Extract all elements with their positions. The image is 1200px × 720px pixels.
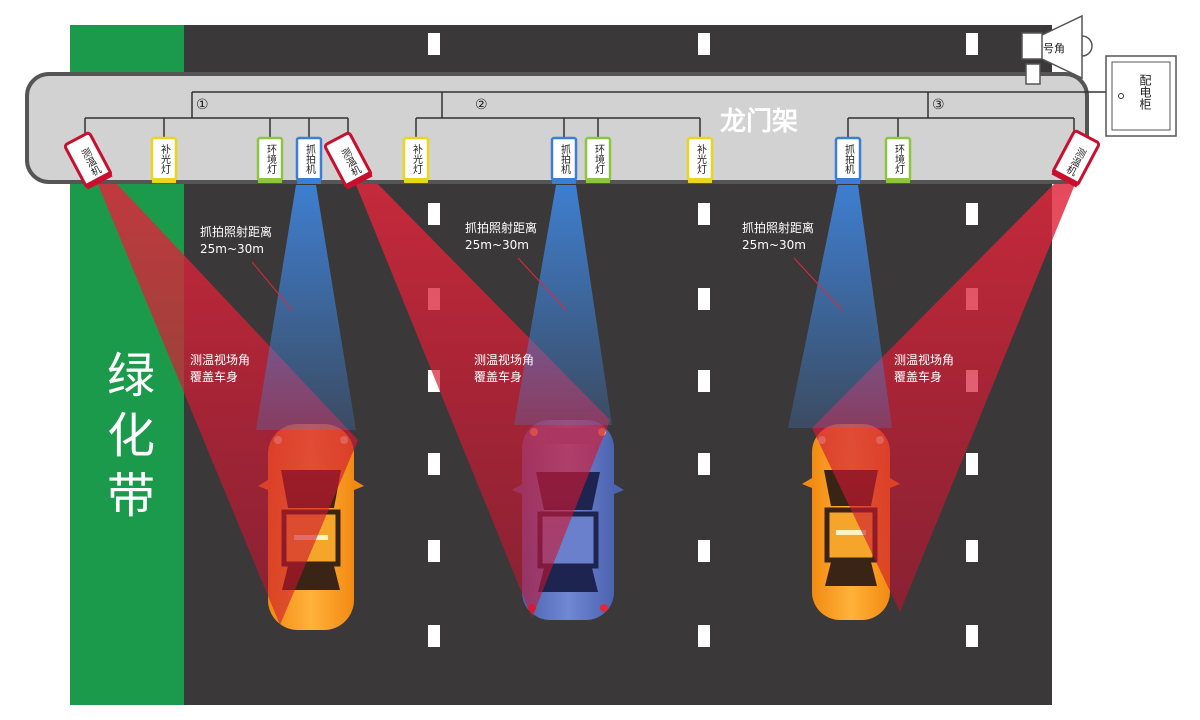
ambient-light-2-label: 环境灯 <box>593 144 605 175</box>
thermal-camera-1: 测温机 <box>63 131 113 190</box>
fill-light-2-label: 补光灯 <box>411 143 423 175</box>
gantry-wiring <box>84 91 1106 138</box>
thermal-view-annotation-3: 测温视场角 覆盖车身 <box>894 352 954 384</box>
thermal-view-label: 测温视场角 <box>190 352 250 367</box>
capture-distance-label: 抓拍照射距离 <box>200 224 272 239</box>
horn: 号角 <box>1021 14 1093 85</box>
ambient-light-3-label: 环境灯 <box>893 144 905 175</box>
capture-distance-value: 25m~30m <box>200 242 264 256</box>
power-cabinet-label: 配电柜 <box>1138 74 1152 110</box>
horn-label: 号角 <box>1043 42 1065 55</box>
capture-distance-label: 抓拍照射距离 <box>742 220 814 235</box>
group-marker-1: ① <box>196 97 209 113</box>
capture-camera-3-label: 抓拍机 <box>843 143 855 175</box>
fill-light-1-label: 补光灯 <box>159 143 171 175</box>
fill-light-2: 补光灯 <box>402 136 430 183</box>
fill-light-3-label: 补光灯 <box>695 143 707 175</box>
capture-beams <box>256 185 892 430</box>
thermal-view-value: 覆盖车身 <box>474 369 522 384</box>
capture-distance-annotation-3: 抓拍照射距离 25m~30m <box>742 220 843 311</box>
ambient-light-1: 环境灯 <box>256 136 284 183</box>
capture-distance-annotation-1: 抓拍照射距离 25m~30m <box>200 224 293 311</box>
green-belt-label: 绿化带 <box>98 350 154 530</box>
capture-distance-annotation-2: 抓拍照射距离 25m~30m <box>465 220 567 311</box>
thermal-camera-3: 测温机 <box>1051 129 1101 188</box>
thermal-camera-2: 测温机 <box>323 131 373 190</box>
thermal-view-label: 测温视场角 <box>474 352 534 367</box>
ambient-light-1-label: 环境灯 <box>265 144 277 175</box>
capture-distance-value: 25m~30m <box>465 238 529 252</box>
thermal-view-annotation-2: 测温视场角 覆盖车身 <box>474 352 534 384</box>
thermal-view-value: 覆盖车身 <box>894 369 942 384</box>
group-marker-2: ② <box>475 97 488 113</box>
ambient-light-2: 环境灯 <box>584 136 612 183</box>
power-cabinet: 配电柜 <box>1105 55 1177 137</box>
gantry-title: 龙门架 <box>720 107 798 137</box>
fill-light-1: 补光灯 <box>150 136 178 183</box>
capture-camera-1: 抓拍机 <box>295 136 323 184</box>
thermal-view-value: 覆盖车身 <box>190 369 238 384</box>
capture-camera-2: 抓拍机 <box>550 136 578 184</box>
capture-camera-3: 抓拍机 <box>834 136 862 184</box>
group-marker-3: ③ <box>932 97 945 113</box>
capture-distance-value: 25m~30m <box>742 238 806 252</box>
capture-camera-2-label: 抓拍机 <box>559 143 571 175</box>
fill-light-3: 补光灯 <box>686 136 714 183</box>
capture-distance-label: 抓拍照射距离 <box>465 220 537 235</box>
capture-camera-1-label: 抓拍机 <box>304 143 316 175</box>
thermal-view-annotation-1: 测温视场角 覆盖车身 <box>190 352 250 384</box>
ambient-light-3: 环境灯 <box>884 136 912 183</box>
thermal-beams <box>92 168 1080 625</box>
thermal-view-label: 测温视场角 <box>894 352 954 367</box>
